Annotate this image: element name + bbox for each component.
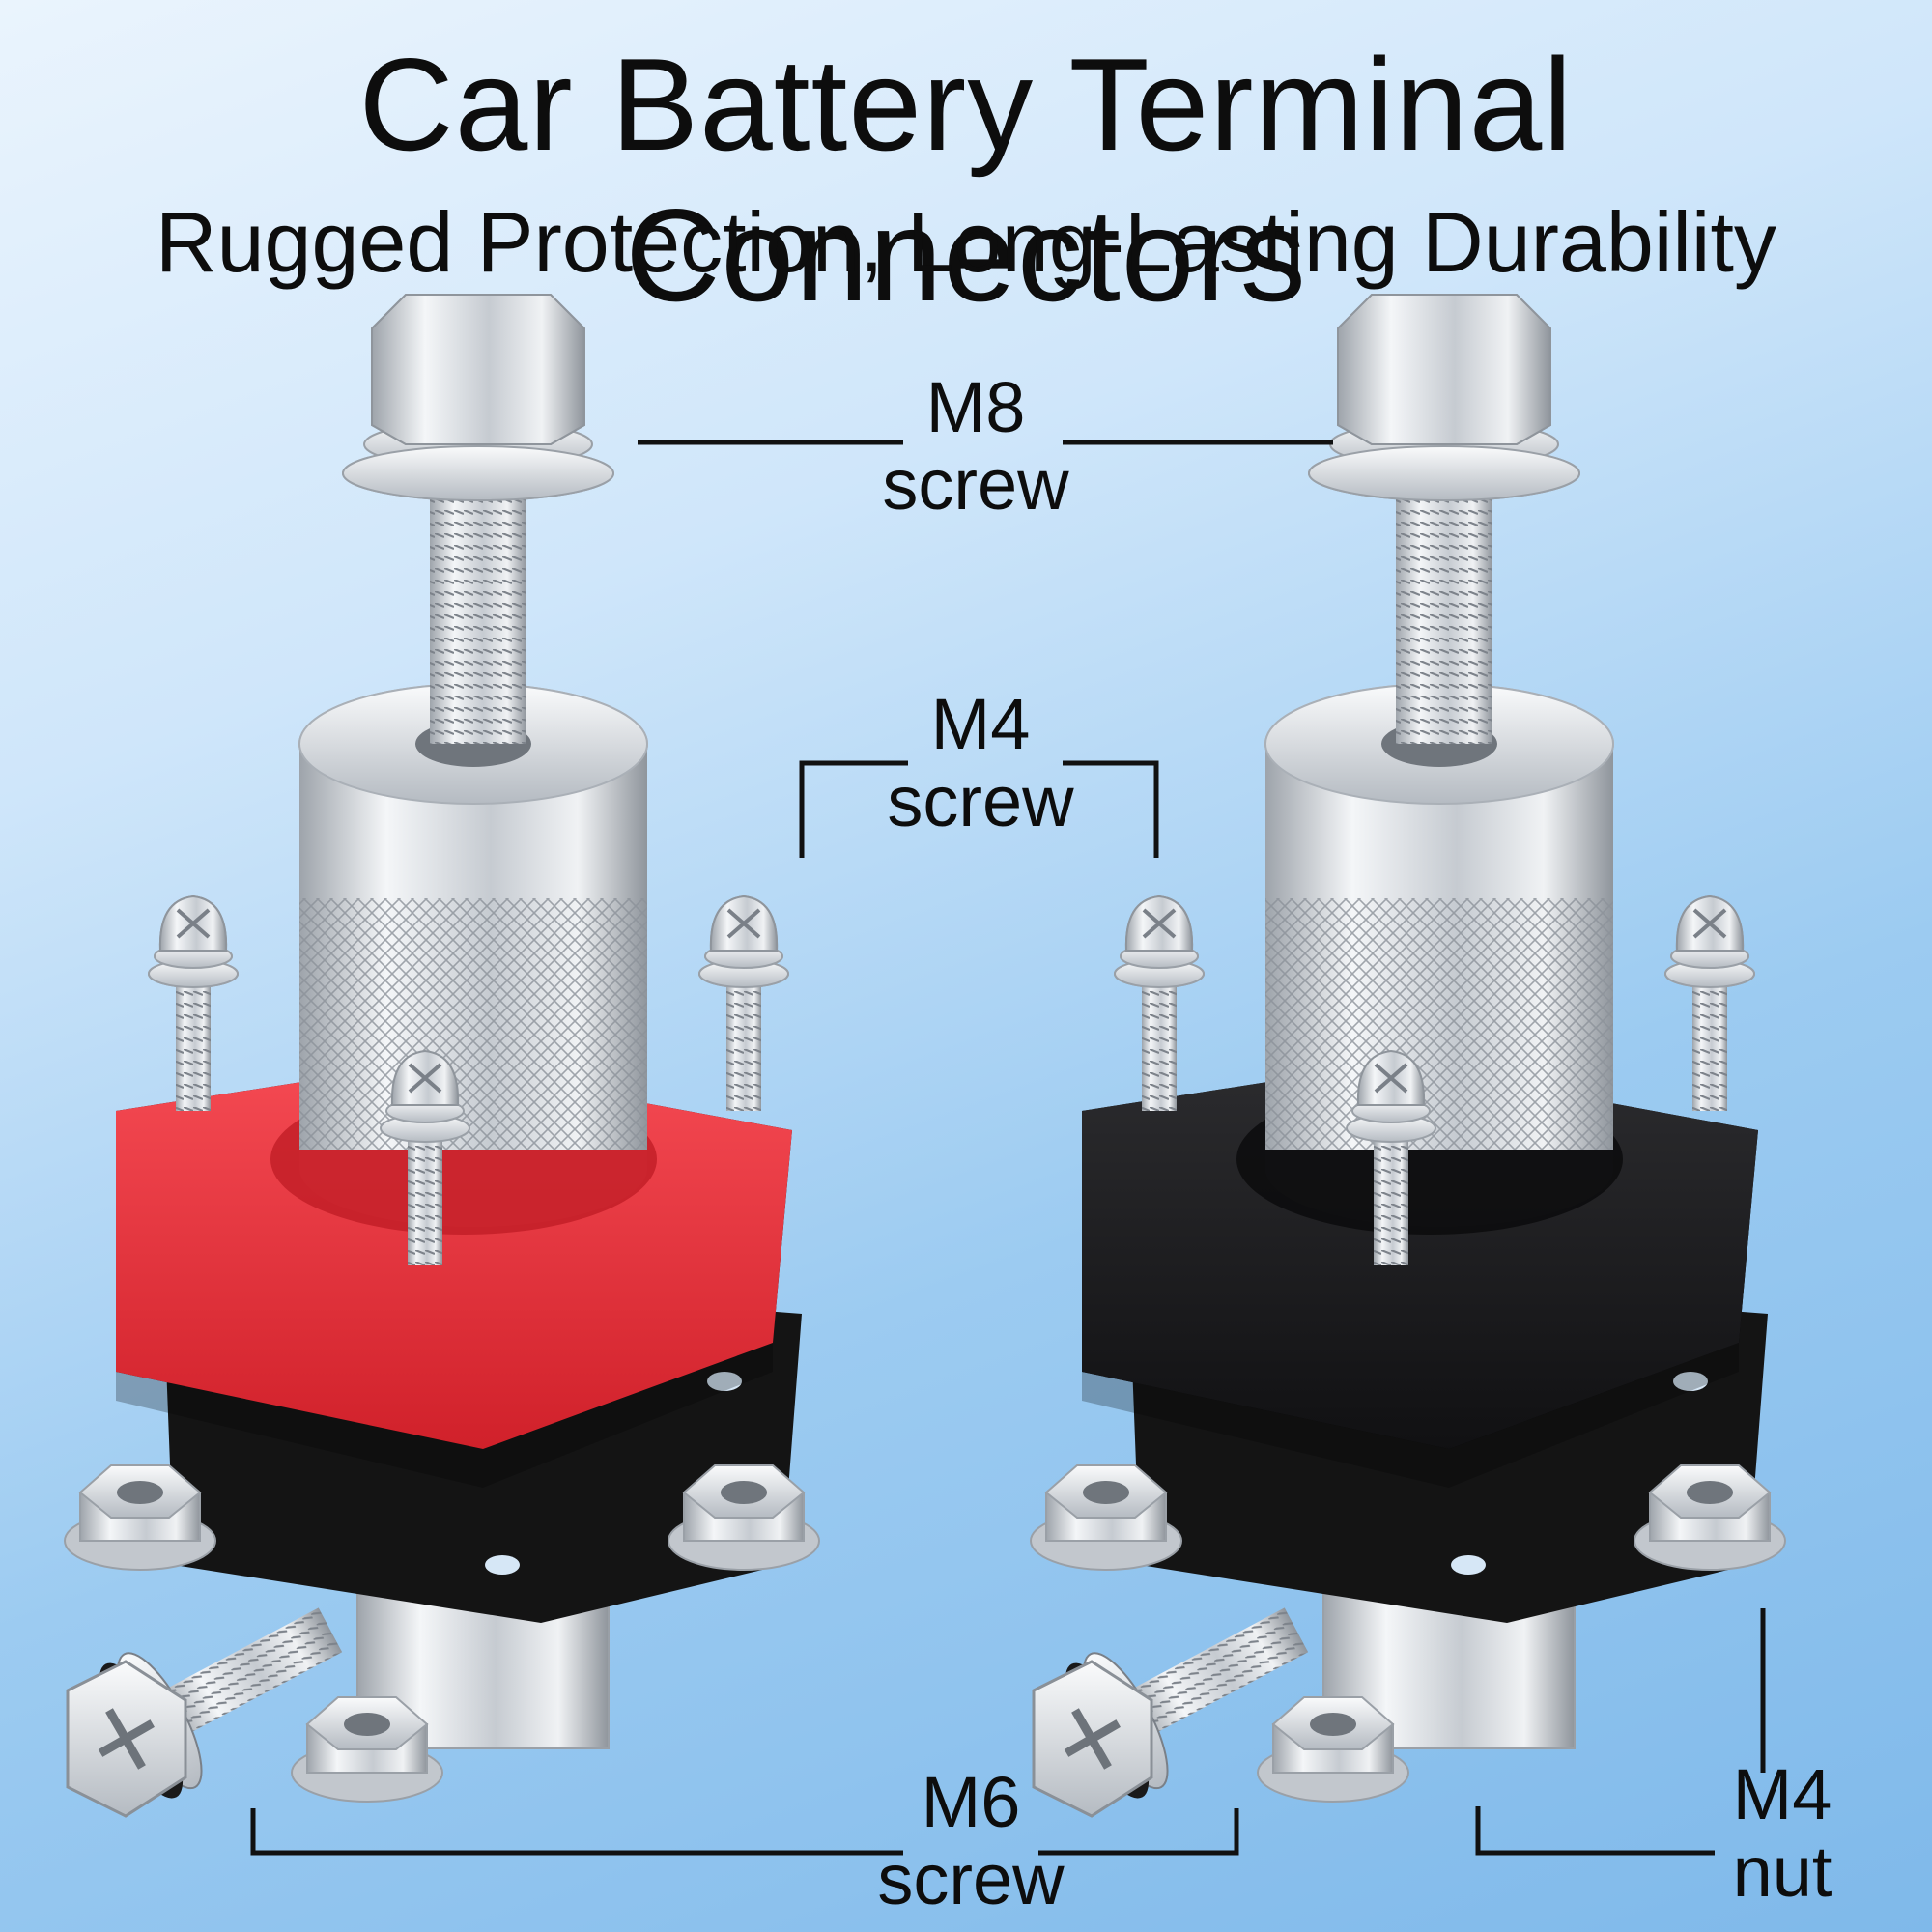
m4-screw-callout-lines (799, 760, 1159, 858)
m4-nut-size: M4 (1732, 1754, 1833, 1834)
m8-size: M8 (925, 367, 1026, 447)
m4-nut-callout-lines (1475, 1608, 1766, 1856)
m6-screw-label: M6 screw (845, 1764, 1096, 1918)
m8-part: screw (882, 444, 1069, 525)
page-title: Car Battery Terminal Connectors (358, 31, 1574, 328)
m4-nut-part: nut (1732, 1832, 1833, 1912)
page-subtitle: Rugged Protection, Long-Lasting Durabili… (156, 194, 1776, 290)
m8-screw-label: M8 screw (850, 369, 1101, 524)
m6-size: M6 (921, 1762, 1021, 1842)
m4-nut-label: M4 nut (1676, 1756, 1889, 1911)
m4-screw-size: M4 (930, 684, 1031, 764)
m6-callout-lines (250, 1808, 1239, 1856)
m4-screw-label: M4 screw (855, 686, 1106, 840)
m6-part: screw (877, 1839, 1065, 1919)
m4-screw-part: screw (887, 761, 1074, 841)
